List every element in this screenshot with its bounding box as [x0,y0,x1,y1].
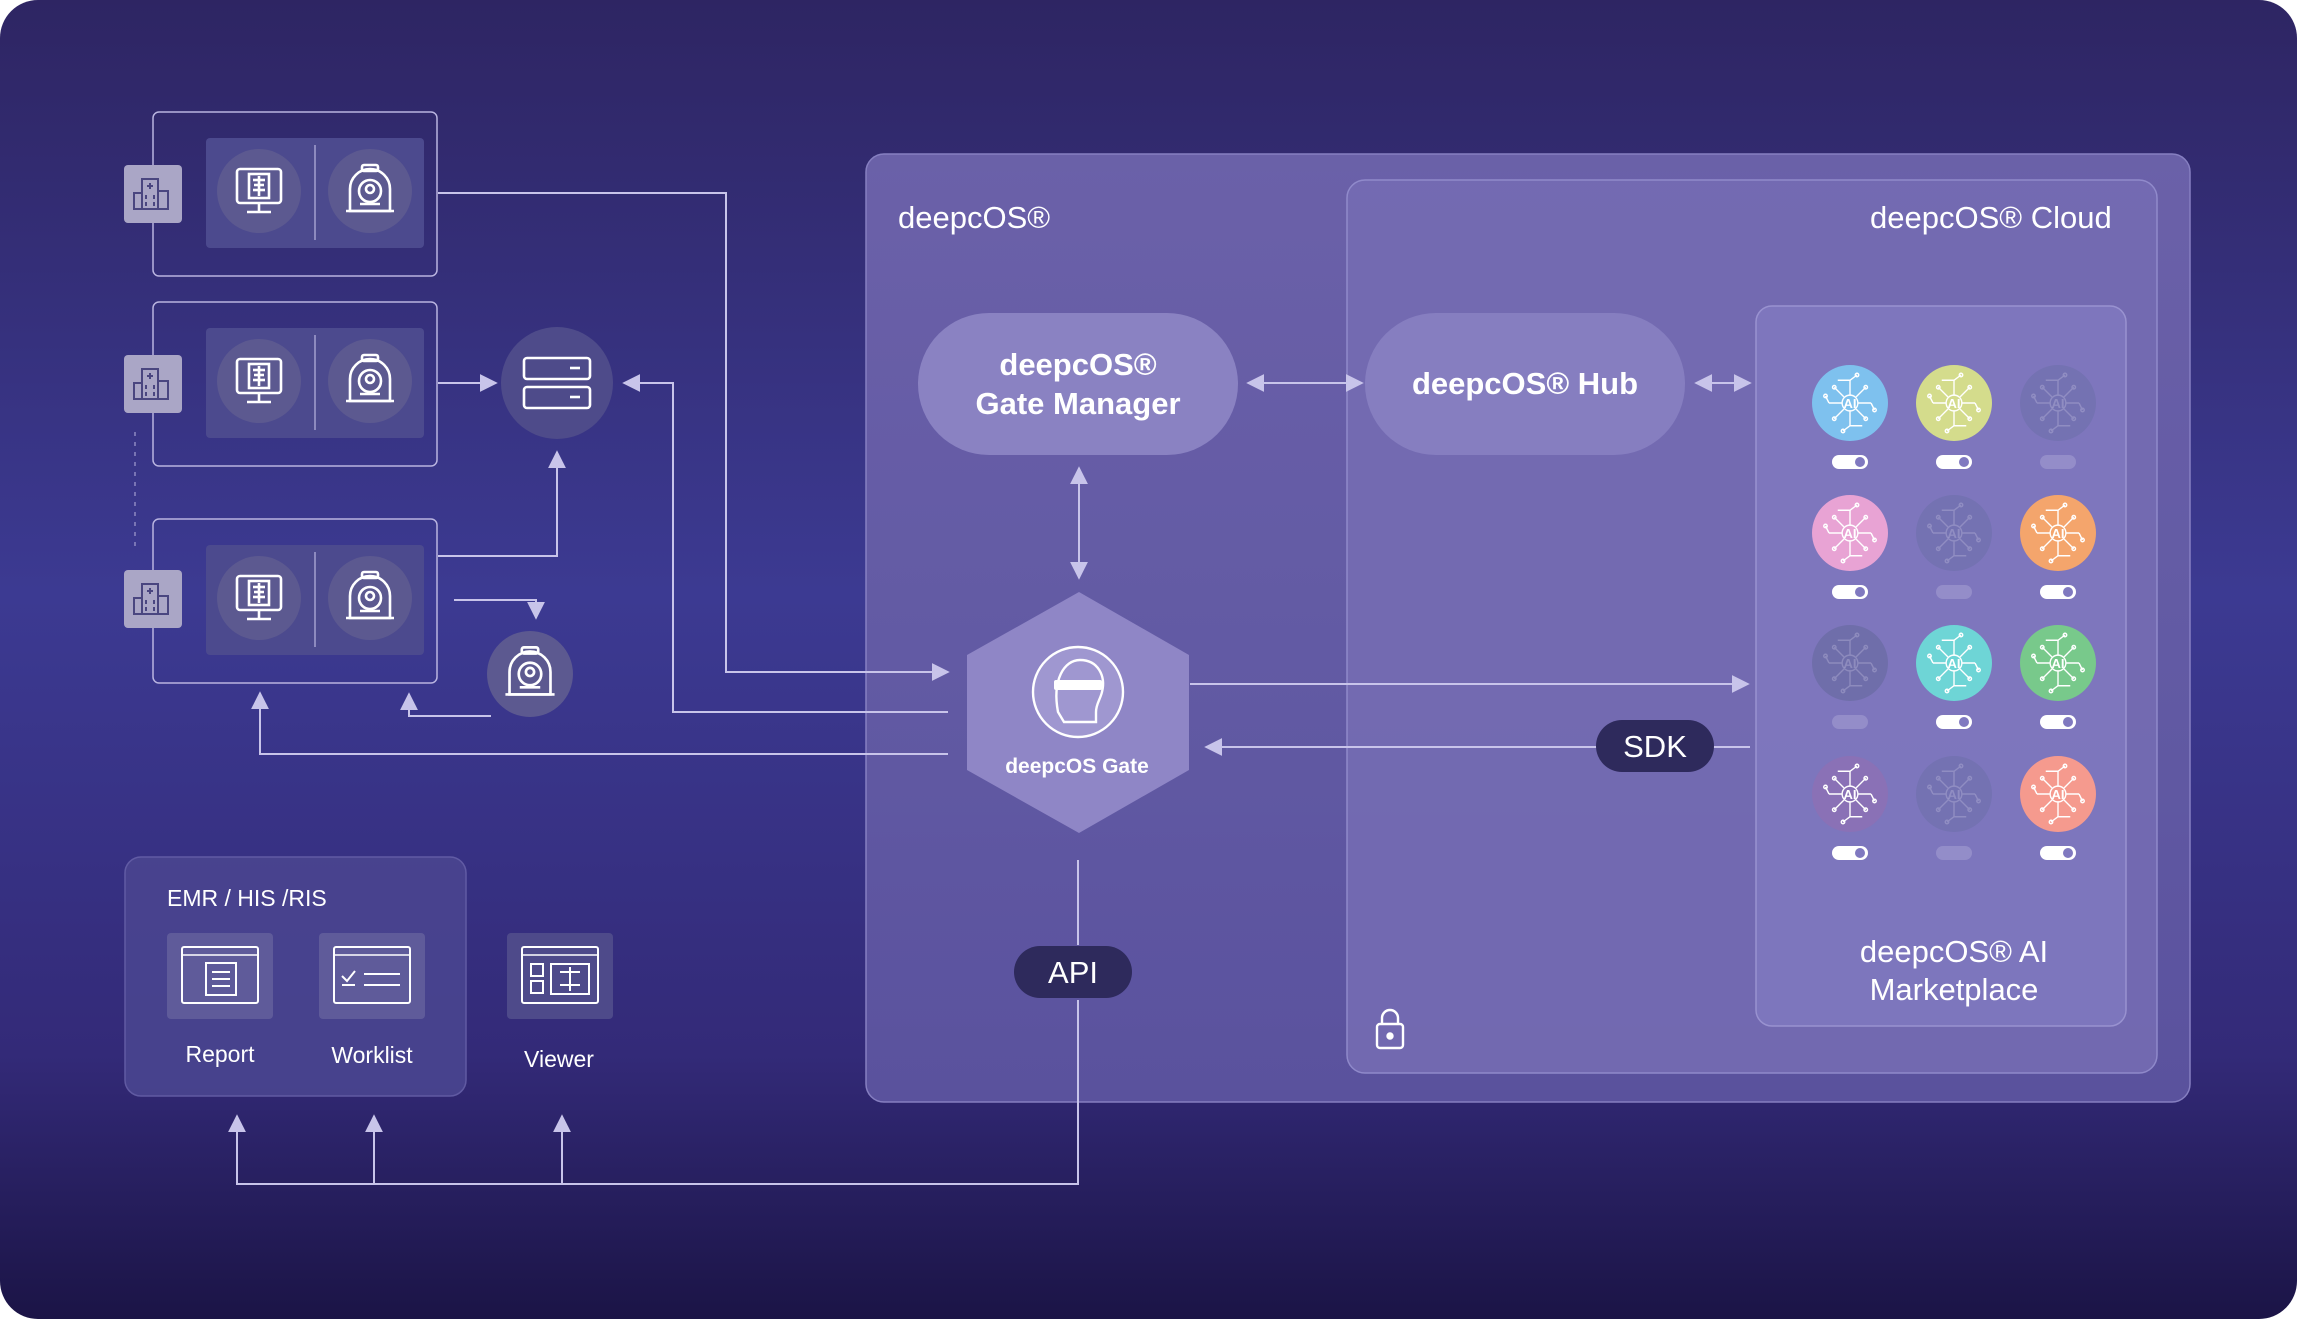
brain-head-icon [1031,645,1125,739]
viewer-icon [507,933,613,1019]
ai-app-badge [2020,625,2096,701]
emr-panel [124,856,467,1097]
ai-app-tile[interactable]: AI [1812,625,1888,729]
worklist-label: Worklist [331,1042,413,1068]
ct-scanner-icon [328,556,412,640]
ai-app-toggle[interactable] [1936,585,1972,599]
ai-app-toggle[interactable] [1832,846,1868,860]
lock-icon [1375,1008,1405,1050]
ai-app-tile[interactable]: AI [1812,756,1888,860]
ct-scanner-icon [328,149,412,233]
ai-app-badge [2020,756,2096,832]
hospital-building-icon [124,570,182,628]
ai-app-label: AI [1844,396,1857,411]
gate-manager-label-line1: deepcOS® [999,347,1157,382]
ai-app-label: AI [2052,656,2065,671]
connectors [228,192,1752,1185]
ai-app-label: AI [1948,526,1961,541]
xray-monitor-icon [217,339,301,423]
ai-app-badge [1916,495,1992,571]
ai-app-grid: AI AI AI AI AI AI AI AI AI AI AI AI [1812,365,2096,860]
ct-scanner-icon [328,339,412,423]
api-pill [1014,946,1132,998]
deepcos-title: deepcOS® [898,200,1051,235]
ai-app-label: AI [1948,787,1961,802]
hospital-building-icon [124,165,182,223]
standalone-scanner-icon [487,631,573,717]
ai-app-badge [1812,625,1888,701]
ai-app-tile[interactable]: AI [2020,625,2096,729]
ai-app-label: AI [2052,787,2065,802]
server-icon [501,327,613,439]
report-document-icon [167,933,273,1019]
ai-app-toggle[interactable] [1936,846,1972,860]
worklist-icon [319,933,425,1019]
ai-app-toggle[interactable] [2040,715,2076,729]
ai-app-toggle[interactable] [2040,846,2076,860]
ai-app-tile[interactable]: AI [1916,495,1992,599]
marketplace-label-line2: Marketplace [1869,972,2039,1007]
api-label: API [1048,955,1098,990]
ai-app-badge [1812,365,1888,441]
ai-app-badge [1916,365,1992,441]
ai-app-toggle[interactable] [1936,715,1972,729]
ai-app-badge [1812,756,1888,832]
ai-app-badge [2020,495,2096,571]
sdk-label: SDK [1623,729,1687,764]
site-group-2 [124,301,438,467]
ai-app-label: AI [1844,526,1857,541]
marketplace-label-line1: deepcOS® AI [1859,934,2049,969]
hub-label: deepcOS® Hub [1411,366,1639,401]
xray-monitor-icon [217,149,301,233]
site-group-3 [124,518,438,684]
hospital-building-icon [124,355,182,413]
gate-manager-node [918,313,1238,455]
gate-manager-label-line2: Gate Manager [975,386,1181,421]
ai-app-badge [2020,365,2096,441]
ai-app-tile[interactable]: AI [1916,365,1992,469]
ai-app-label: AI [1844,787,1857,802]
ai-app-badge [1916,625,1992,701]
gate-label: deepcOS Gate [1005,755,1149,778]
ai-app-tile[interactable]: AI [2020,495,2096,599]
ai-app-toggle[interactable] [2040,455,2076,469]
ai-app-tile[interactable]: AI [1812,365,1888,469]
ai-app-toggle[interactable] [2040,585,2076,599]
site-group-1 [124,111,438,277]
ai-app-label: AI [1948,656,1961,671]
ai-app-toggle[interactable] [1832,455,1868,469]
viewer-label: Viewer [524,1046,594,1072]
sdk-pill [1596,720,1714,772]
hub-node [1365,313,1685,455]
xray-monitor-icon [217,556,301,640]
report-label: Report [185,1041,255,1067]
ai-app-tile[interactable]: AI [1812,495,1888,599]
ai-app-badge [1916,756,1992,832]
ai-app-label: AI [2052,526,2065,541]
cloud-title: deepcOS® Cloud [1870,200,2112,235]
ai-app-toggle[interactable] [1832,715,1868,729]
ai-app-tile[interactable]: AI [1916,756,1992,860]
ai-app-toggle[interactable] [1936,455,1972,469]
ai-app-badge [1812,495,1888,571]
ai-app-tile[interactable]: AI [2020,756,2096,860]
ai-app-label: AI [2052,396,2065,411]
emr-title: EMR / HIS /RIS [167,885,327,911]
ai-app-label: AI [1844,656,1857,671]
ai-app-tile[interactable]: AI [2020,365,2096,469]
ai-app-label: AI [1948,396,1961,411]
ai-app-tile[interactable]: AI [1916,625,1992,729]
ai-app-toggle[interactable] [1832,585,1868,599]
